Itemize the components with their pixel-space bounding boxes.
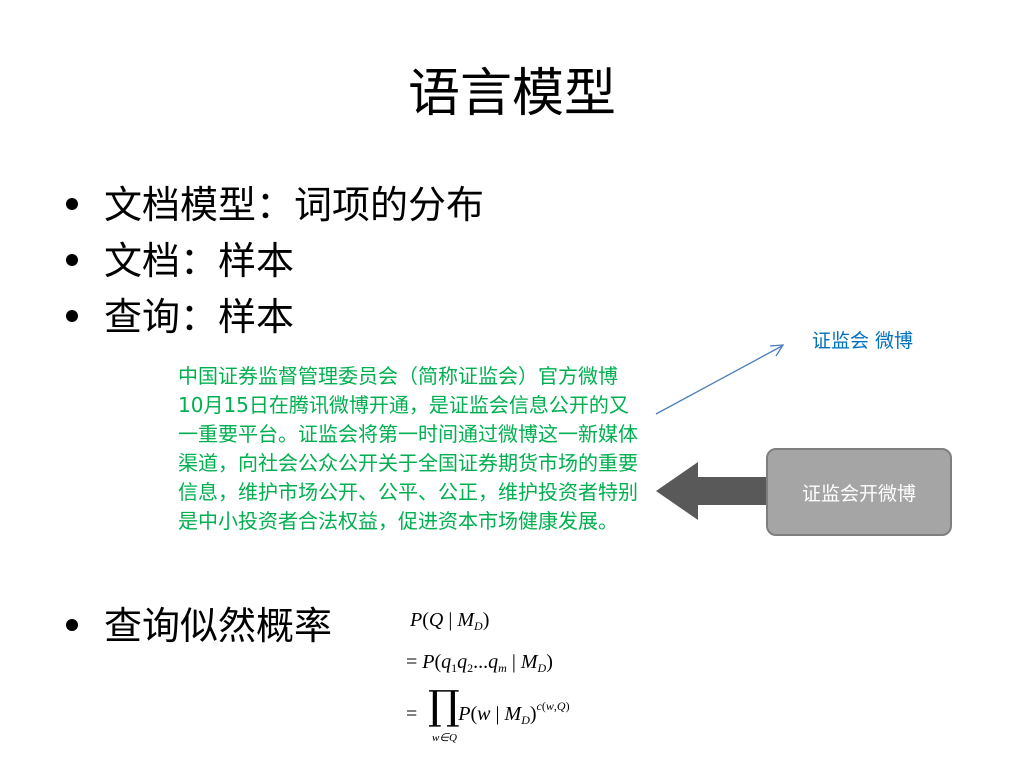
bullet-text: 文档：样本 [104, 239, 295, 283]
slide-title: 语言模型 [407, 64, 616, 124]
formula-line-3: = P(w | MD)c(w,Q) [406, 699, 570, 727]
bullet-text: 查询似然概率 [104, 604, 333, 648]
thin-arrow-icon [655, 344, 785, 415]
bullet-dot-icon [66, 198, 78, 210]
callout-box: 证监会开微博 [766, 448, 952, 536]
product-symbol: ∏ [428, 683, 460, 729]
bullet-text: 文档模型：词项的分布 [104, 183, 485, 227]
sample-document-text: 中国证券监督管理委员会（简称证监会）官方微博10月15日在腾讯微博开通，是证监会… [178, 364, 638, 533]
formula-line-2: = P(q1q2...qm | MD) [406, 651, 553, 675]
bullet-dot-icon [66, 254, 78, 266]
weibo-label: 证监会 微博 [812, 330, 914, 352]
callout-label: 证监会开微博 [801, 482, 916, 505]
bullet-item-3: 查询：样本 [60, 294, 484, 340]
bullet-list: 文档模型：词项的分布 文档：样本 查询：样本 [60, 182, 484, 350]
block-arrow-left-icon [656, 462, 768, 520]
formula-line-1: P(Q | MD) [410, 609, 490, 633]
bullet-item-2: 文档：样本 [60, 238, 484, 284]
bullet-item-1: 文档模型：词项的分布 [60, 182, 484, 228]
bullet-dot-icon [66, 310, 78, 322]
bullet-text: 查询：样本 [104, 295, 295, 339]
bullet-dot-icon [66, 619, 78, 631]
bullet-item-4: 查询似然概率 [60, 603, 332, 649]
product-subscript: w∈Q [432, 732, 457, 744]
